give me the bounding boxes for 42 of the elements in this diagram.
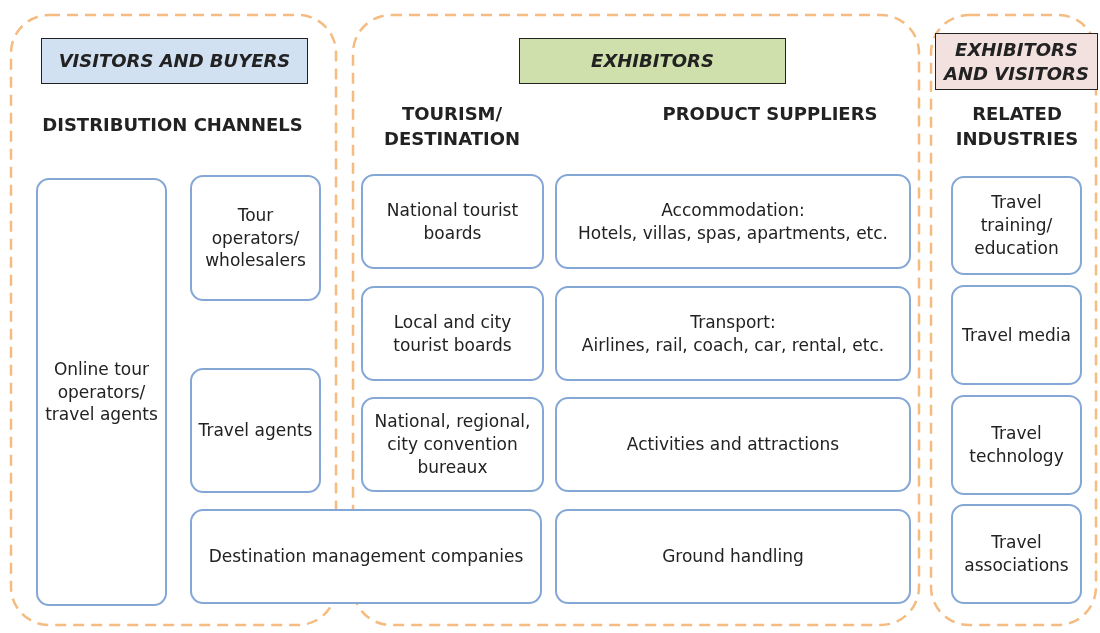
category-text: Ground handling [662,545,804,568]
category-text: Travel media [962,323,1071,347]
category-box [951,176,1082,275]
category-text: Travel training/ education [973,191,1060,260]
banner-title: EXHIBITORS AND VISITORS [942,38,1090,85]
category-box [555,174,911,269]
banner-title: VISITORS AND BUYERS [58,49,291,73]
category-box [190,368,321,493]
category-text: Online tour operators/ travel agents [44,357,159,427]
category-text: Travel agents [198,419,313,442]
category-box [951,285,1082,385]
category-text: National, regional, city convention bureaux [373,410,532,479]
category-text: Activities and attractions [626,433,840,456]
category-box [190,509,542,604]
category-text: Travel associations [963,531,1070,577]
column-heading: RELATED INDUSTRIES [954,102,1080,152]
category-text: Travel technology [968,422,1065,468]
category-text: Tour operators/ wholesalers [204,203,307,273]
category-banner [41,38,308,84]
category-banner [519,38,786,84]
category-text: Local and city tourist boards [392,310,513,357]
category-box [36,178,167,606]
category-text: Transport: [690,310,776,334]
category-box [190,175,321,301]
column-heading: PRODUCT SUPPLIERS [661,102,879,126]
category-box [361,286,544,381]
category-text: Airlines, rail, coach, car, rental, etc. [581,333,885,357]
column-heading: DISTRIBUTION CHANNELS [41,113,304,137]
banner-title: EXHIBITORS [591,49,714,73]
column-heading: TOURISM/ DESTINATION [382,102,522,152]
category-text: National tourist boards [385,198,520,245]
category-box [951,504,1082,604]
category-box [951,395,1082,495]
category-box [555,509,911,604]
category-box [361,174,544,269]
category-text: Hotels, villas, spas, apartments, etc. [578,221,888,245]
category-banner [935,33,1098,90]
category-box [555,286,911,381]
category-text: Accommodation: [661,198,805,222]
category-text: Destination management companies [208,545,524,568]
category-box [555,397,911,492]
category-box [361,397,544,492]
